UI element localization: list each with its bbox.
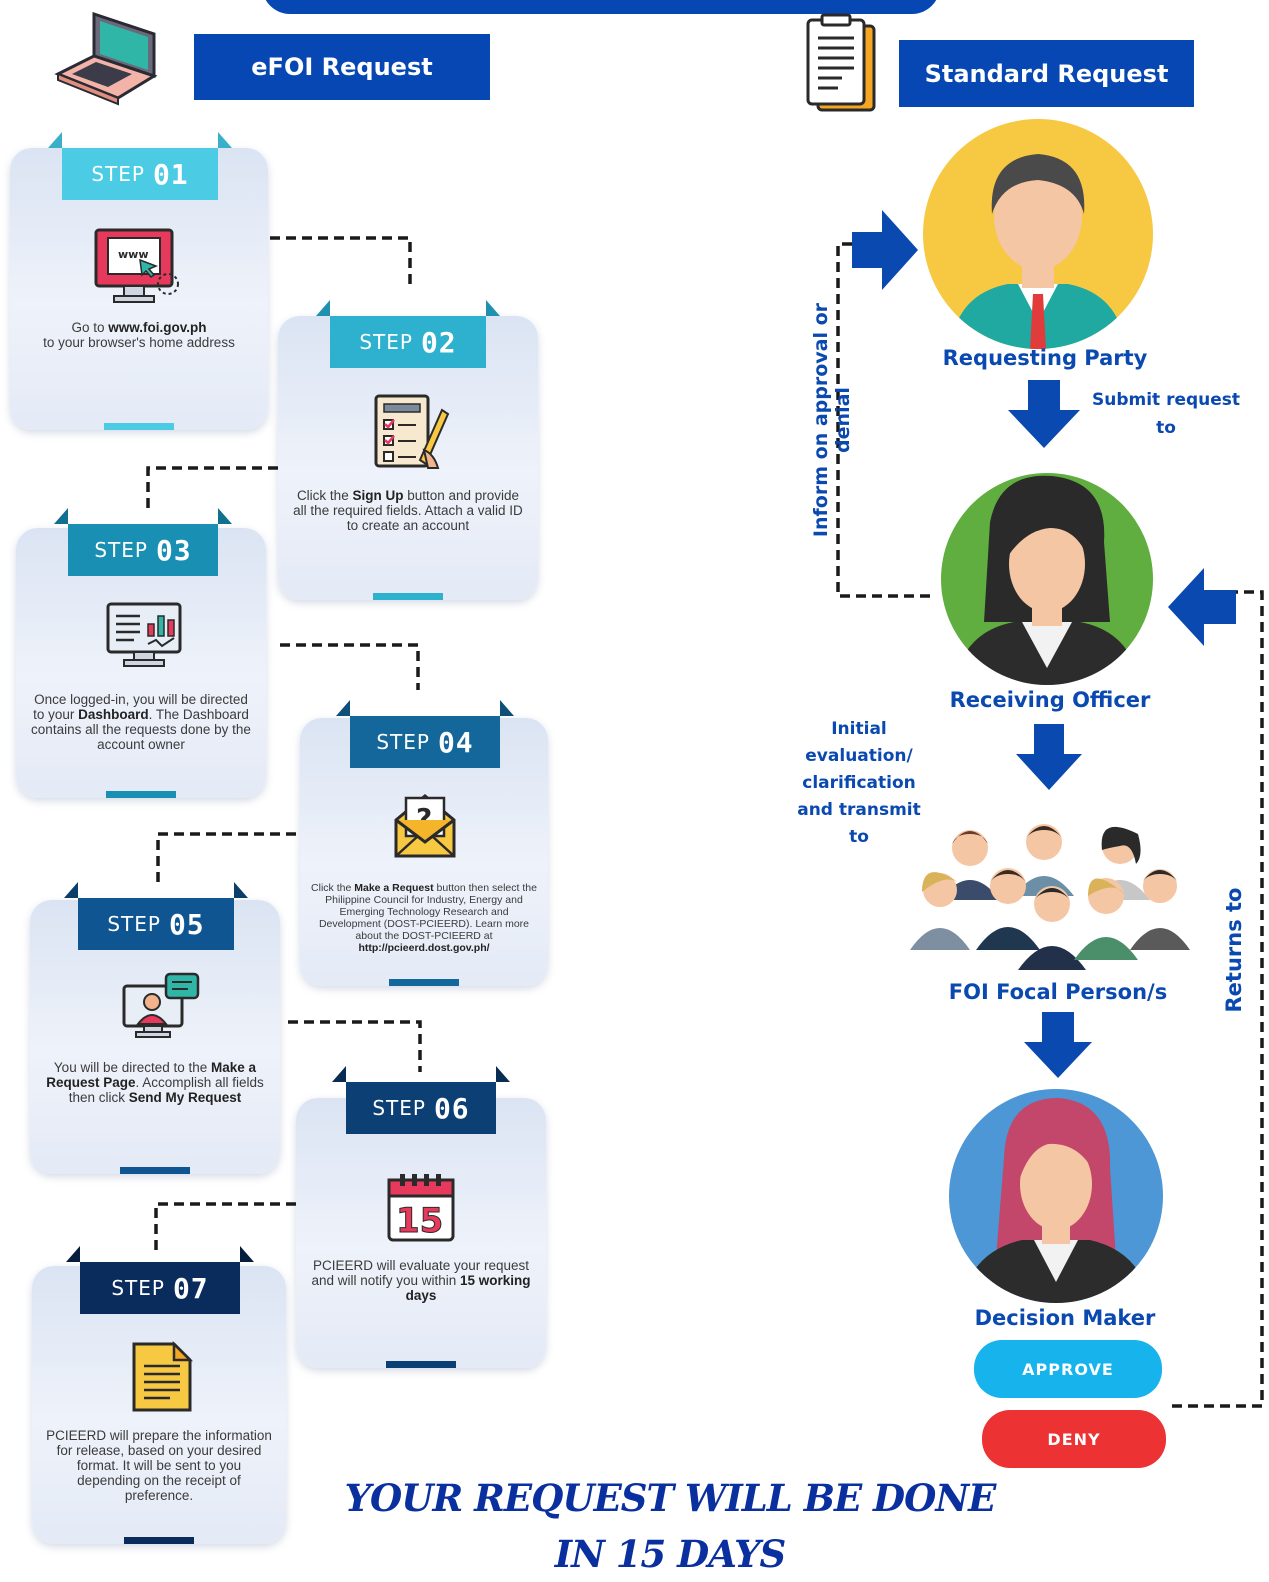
step-label: STEP bbox=[107, 912, 161, 936]
step-desc-03: Once logged-in, you will be directed to … bbox=[31, 692, 251, 752]
step-card-03: STEP 03 Once logged-in, you will be direc… bbox=[16, 508, 266, 798]
banner-line-2: IN 15 DAYS bbox=[554, 1532, 786, 1576]
step-number: 03 bbox=[155, 533, 192, 567]
requesting-party-avatar bbox=[922, 118, 1154, 355]
envelope-question-icon: ? bbox=[392, 790, 458, 865]
arrow-down-icon bbox=[1016, 724, 1082, 790]
arrow-right-icon bbox=[852, 210, 918, 290]
step-label: STEP bbox=[359, 330, 413, 354]
arrow-down-icon bbox=[1008, 380, 1080, 448]
step-number: 01 bbox=[152, 157, 189, 191]
step-tab-06: STEP 06 bbox=[332, 1066, 510, 1134]
step-label: STEP bbox=[376, 730, 430, 754]
step-number: 04 bbox=[437, 725, 474, 759]
submit-request-label: Submit request to bbox=[1091, 390, 1241, 438]
step-desc-04: Click the Make a Request button then sel… bbox=[311, 882, 537, 954]
deny-button[interactable]: DENY bbox=[982, 1410, 1166, 1468]
approve-button[interactable]: APPROVE bbox=[974, 1340, 1162, 1398]
step-desc-07: PCIEERD will prepare the information for… bbox=[46, 1428, 272, 1503]
step-bar bbox=[124, 1537, 194, 1544]
arrow-left-icon bbox=[1168, 568, 1236, 646]
step-desc-02: Click the Sign Up button and provide all… bbox=[293, 488, 523, 533]
returns-label: Returns to bbox=[1222, 887, 1246, 1013]
step-card-06: STEP 06 15 PCIEERD will evaluate your req… bbox=[296, 1066, 546, 1368]
svg-text:15: 15 bbox=[396, 1201, 443, 1241]
receiving-officer-label: Receiving Officer bbox=[949, 688, 1151, 712]
step-number: 02 bbox=[420, 325, 457, 359]
document-icon bbox=[130, 1340, 194, 1419]
initial-evaluation-label: Initial evaluation/ clarification and tr… bbox=[797, 719, 921, 847]
decision-maker-avatar bbox=[948, 1088, 1164, 1309]
browser-monitor-icon: www bbox=[94, 228, 186, 313]
step-bar bbox=[373, 593, 443, 600]
decision-maker-label: Decision Maker bbox=[974, 1306, 1156, 1330]
focal-person-label: FOI Focal Person/s bbox=[948, 980, 1168, 1004]
step-bar bbox=[386, 1361, 456, 1368]
banner-line-1: YOUR REQUEST WILL BE DONE bbox=[344, 1476, 997, 1520]
standard-header: Standard Request bbox=[899, 40, 1194, 107]
step-tab-07: STEP 07 bbox=[66, 1246, 254, 1314]
step-bar bbox=[106, 791, 176, 798]
step-number: 07 bbox=[172, 1271, 209, 1305]
step-bar bbox=[104, 423, 174, 430]
laptop-icon bbox=[50, 11, 162, 112]
step-label: STEP bbox=[91, 162, 145, 186]
step-number: 05 bbox=[168, 907, 205, 941]
step-number: 06 bbox=[433, 1091, 470, 1125]
video-chat-icon bbox=[122, 972, 200, 1043]
inform-label: Inform on approval or denial bbox=[810, 302, 854, 538]
calendar-icon: 15 bbox=[386, 1172, 456, 1247]
document-stack-icon bbox=[798, 12, 882, 121]
step-bar bbox=[389, 979, 459, 986]
step-tab-02: STEP 02 bbox=[316, 300, 500, 368]
step-tab-05: STEP 05 bbox=[64, 882, 248, 950]
step-label: STEP bbox=[111, 1276, 165, 1300]
step-desc-05: You will be directed to the Make a Reque… bbox=[46, 1060, 264, 1105]
step-tab-01: STEP 01 bbox=[48, 132, 232, 200]
step-card-05: STEP 05 You will be directed to the Make … bbox=[30, 882, 280, 1174]
step-label: STEP bbox=[94, 538, 148, 562]
top-title-bar bbox=[262, 0, 940, 14]
step-card-04: STEP 04 ? Click the Make a Request button… bbox=[300, 700, 548, 986]
step-bar bbox=[120, 1167, 190, 1174]
step-card-02: STEP 02 Click the Sign Up button and prov… bbox=[278, 300, 538, 600]
step-tab-04: STEP 04 bbox=[336, 700, 514, 768]
svg-text:www: www bbox=[118, 248, 149, 261]
efoi-header: eFOI Request bbox=[194, 34, 490, 100]
requesting-party-label: Requesting Party bbox=[942, 346, 1148, 370]
dashboard-monitor-icon bbox=[106, 602, 182, 673]
step-desc-06: PCIEERD will evaluate your request and w… bbox=[311, 1258, 531, 1303]
step-label: STEP bbox=[372, 1096, 426, 1120]
step-card-07: STEP 07 PCIEERD will prepare the informat… bbox=[32, 1246, 286, 1544]
step-connectors bbox=[146, 236, 422, 1250]
completion-banner: YOUR REQUEST WILL BE DONE IN 15 DAYS bbox=[300, 1470, 1040, 1582]
step-tab-03: STEP 03 bbox=[54, 508, 232, 576]
receiving-officer-avatar bbox=[940, 472, 1154, 691]
signup-form-icon bbox=[372, 390, 452, 475]
focal-persons-group bbox=[910, 820, 1200, 975]
arrow-down-icon bbox=[1024, 1012, 1092, 1078]
